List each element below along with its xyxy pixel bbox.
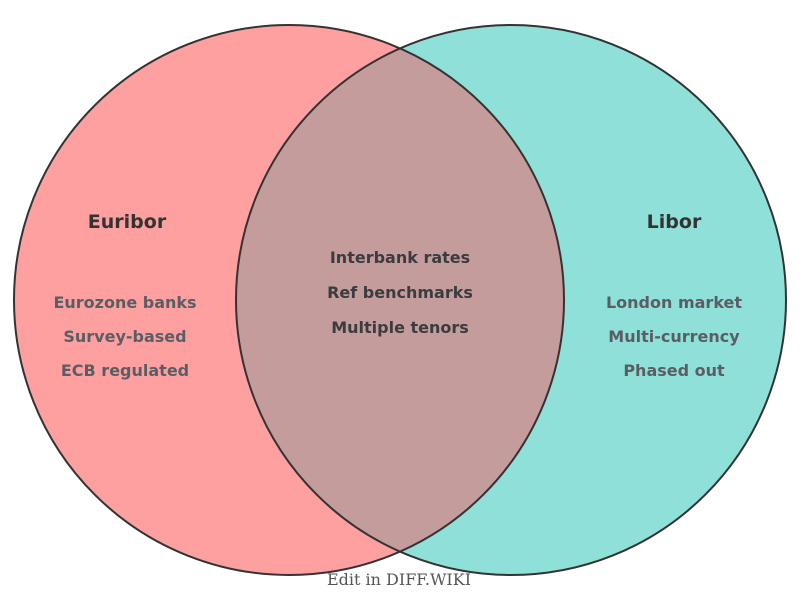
left-set-item: ECB regulated: [60, 361, 190, 380]
edit-link[interactable]: Edit in DIFF.WIKI: [326, 570, 472, 589]
right-set-item: Phased out: [623, 361, 725, 380]
left-set-item: Eurozone banks: [53, 293, 197, 312]
left-set-items: Eurozone banks Survey-based ECB regulate…: [53, 286, 196, 388]
intersection-item: Interbank rates: [329, 248, 471, 267]
right-circle-outline: [235, 24, 787, 576]
right-set-items: London market Multi-currency Phased out: [606, 286, 742, 388]
intersection-lens: [236, 48, 564, 552]
left-circle-outline: [13, 24, 565, 576]
right-set-item: Multi-currency: [608, 327, 740, 346]
intersection-items: Interbank rates Ref benchmarks Multiple …: [327, 240, 473, 345]
right-set-title: Libor: [646, 211, 702, 233]
intersection-item: Ref benchmarks: [327, 283, 473, 302]
left-set-title: Euribor: [87, 211, 167, 233]
right-set-item: London market: [605, 293, 743, 312]
intersection-item: Multiple tenors: [331, 318, 469, 337]
left-set-item: Survey-based: [63, 327, 187, 346]
